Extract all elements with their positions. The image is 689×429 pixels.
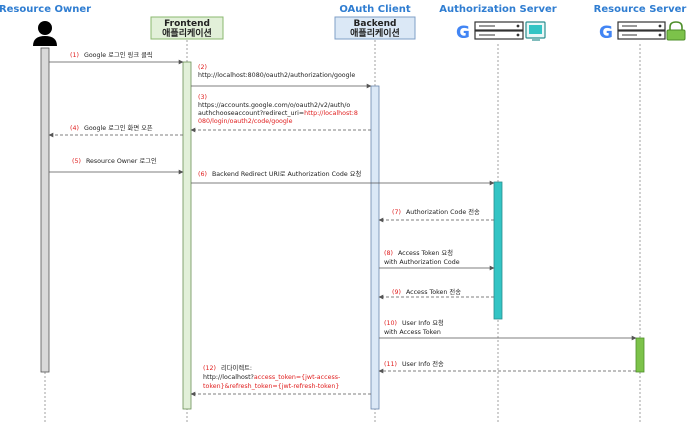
message-10-line-1: (10) User Info 요청 — [384, 319, 444, 327]
message-8-number: (8) — [384, 250, 393, 257]
message-8-line-2: with Authorization Code — [384, 259, 460, 266]
lifelines — [44, 40, 641, 424]
oauth-client-caption: OAuth Client — [339, 4, 411, 15]
google-icon: G — [456, 23, 470, 43]
authorization-server-title: Authorization Server — [439, 4, 556, 15]
message-1: (1) Google 로그인 링크 클릭 — [49, 50, 184, 65]
resource-owner-title: Resource Owner — [0, 4, 91, 15]
message-6-number: (6) — [198, 171, 207, 178]
message-4-text: Google 로그인 화면 오픈 — [84, 123, 153, 132]
message-5: (5) Resource Owner 로그인 — [49, 156, 184, 175]
backend-box — [334, 16, 416, 40]
message-3-line-3: 080/login/oauth2/code/google — [198, 118, 293, 125]
message-7: (7) Authorization Code 전송 — [378, 207, 494, 223]
message-3-line-2-part-1: authchooseaccount?redirect_uri= — [198, 110, 304, 117]
message-9-number: (9) — [392, 289, 401, 296]
message-2: (2) http://localhost:8080/oauth2/authori… — [191, 64, 372, 89]
message-4-label: (4) Google 로그인 화면 오픈 — [70, 123, 153, 132]
message-7-label: (7) Authorization Code 전송 — [392, 207, 480, 216]
participant-authorization-server: Authorization Server G — [439, 4, 556, 43]
message-12-line-2-part-2: access_token={jwt-access- — [254, 374, 340, 381]
message-9-text: Access Token 전송 — [406, 287, 461, 296]
message-12-line-3: token}&refresh_token={jwt-refresh-token} — [203, 383, 339, 390]
google-icon: G — [599, 23, 613, 43]
message-8-text: Access Token 요청 — [398, 249, 453, 257]
participant-frontend: Frontend 애플리케이션 — [150, 16, 224, 40]
message-3-line-2: authchooseaccount?redirect_uri=http://lo… — [198, 110, 358, 117]
message-7-number: (7) — [392, 209, 401, 216]
message-5-number: (5) — [72, 158, 81, 165]
message-12: (12) 리다이렉트: http://localhost?access_toke… — [190, 363, 371, 397]
activation-frontend — [182, 61, 192, 410]
server-rack-icon — [474, 21, 524, 40]
message-12-text: 리다이렉트: — [221, 363, 252, 372]
message-5-text: Resource Owner 로그인 — [86, 156, 157, 165]
activation-resource-server — [635, 337, 645, 373]
message-9: (9) Access Token 전송 — [378, 287, 494, 300]
message-10-number: (10) — [384, 320, 397, 327]
message-3-line-2-part-2: http://localhost:8 — [304, 110, 358, 117]
message-11-label: (11) User Info 전송 — [384, 359, 444, 368]
message-7-text: Authorization Code 전송 — [406, 207, 480, 216]
user-icon — [33, 21, 57, 46]
message-9-label: (9) Access Token 전송 — [392, 287, 461, 296]
message-12-line-1: (12) 리다이렉트: — [203, 363, 252, 372]
message-4: (4) Google 로그인 화면 오픈 — [48, 123, 183, 138]
message-1-label: (1) Google 로그인 링크 클릭 — [70, 50, 153, 59]
message-8: (8) Access Token 요청 with Authorization C… — [379, 249, 495, 271]
backend-box-subtitle: 애플리케이션 — [350, 27, 400, 39]
backend-box-title: Backend — [354, 19, 397, 29]
server-rack-icon — [617, 21, 666, 40]
message-2-text: http://localhost:8080/oauth2/authorizati… — [198, 72, 355, 79]
message-5-label: (5) Resource Owner 로그인 — [72, 156, 157, 165]
activation-backend — [370, 85, 380, 410]
message-12-number: (12) — [203, 365, 216, 372]
message-2-number: (2) — [198, 64, 207, 71]
message-11: (11) User Info 전송 — [378, 359, 636, 374]
lock-icon — [666, 21, 686, 41]
message-8-line-1: (8) Access Token 요청 — [384, 249, 453, 257]
message-12-line-2: http://localhost?access_token={jwt-acces… — [203, 374, 340, 381]
message-1-text: Google 로그인 링크 클릭 — [84, 50, 153, 59]
message-3-line-1: https://accounts.google.com/o/oauth2/v2/… — [198, 102, 350, 109]
frontend-box-subtitle: 애플리케이션 — [162, 27, 212, 39]
participant-backend: OAuth Client Backend 애플리케이션 — [334, 4, 416, 40]
message-10-line-2: with Access Token — [384, 329, 441, 336]
message-3: (3) https://accounts.google.com/o/oauth2… — [190, 94, 371, 133]
monitor-icon — [525, 21, 546, 41]
message-6-label: (6) Backend Redirect URI로 Authorization … — [198, 170, 362, 178]
message-12-line-2-part-1: http://localhost? — [203, 374, 254, 381]
participant-resource-owner: Resource Owner — [0, 4, 91, 46]
message-11-text: User Info 전송 — [402, 359, 444, 368]
frontend-box-title: Frontend — [164, 19, 210, 29]
message-4-number: (4) — [70, 125, 79, 132]
message-10: (10) User Info 요청 with Access Token — [379, 319, 637, 341]
activation-authorization-server — [493, 181, 503, 320]
participant-resource-server: Resource Server G — [594, 4, 687, 43]
activation-resource-owner — [40, 47, 50, 373]
message-3-number: (3) — [198, 94, 207, 101]
message-1-number: (1) — [70, 52, 79, 59]
message-6-text: Backend Redirect URI로 Authorization Code… — [212, 170, 362, 178]
resource-server-title: Resource Server — [594, 4, 687, 15]
frontend-box — [150, 16, 224, 40]
message-6: (6) Backend Redirect URI로 Authorization … — [191, 170, 495, 186]
message-11-number: (11) — [384, 361, 397, 368]
message-10-text: User Info 요청 — [402, 319, 444, 327]
